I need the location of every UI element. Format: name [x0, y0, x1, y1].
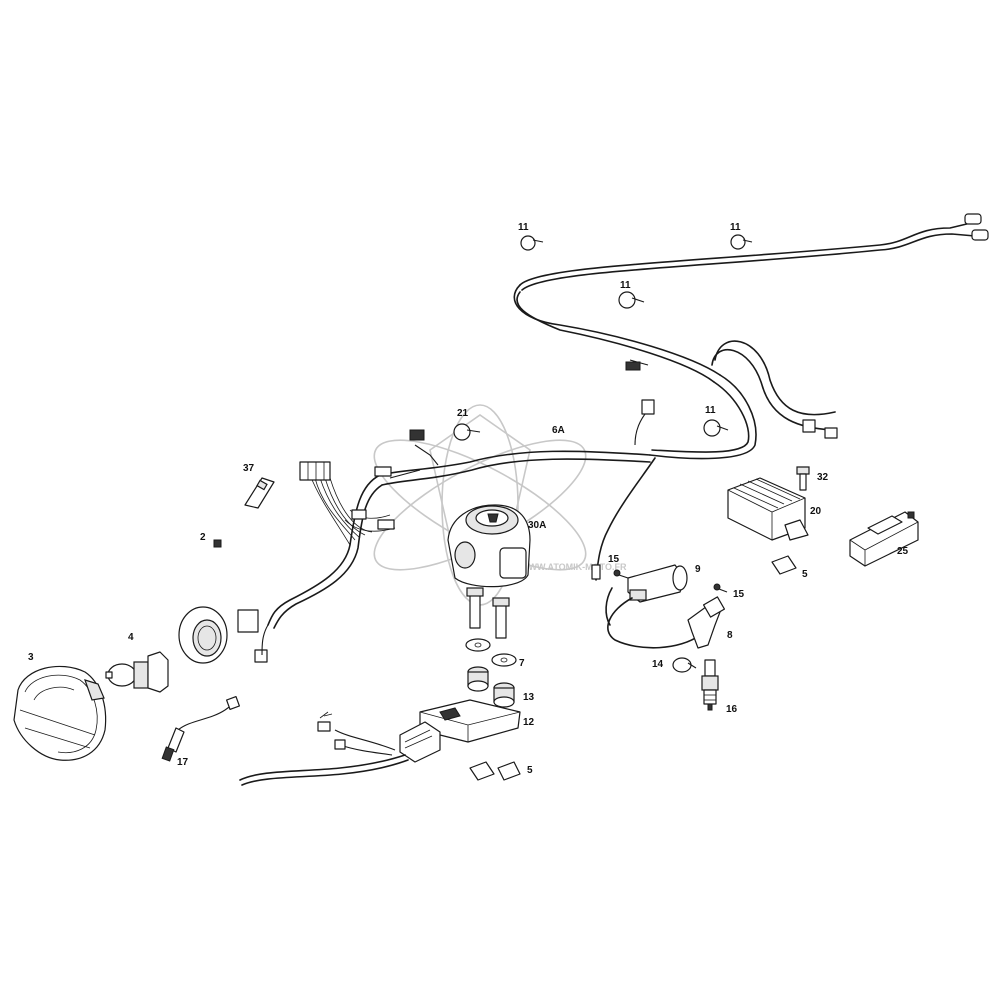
harness-wire-bundle — [309, 474, 396, 546]
cable-clamp-icon — [453, 423, 481, 441]
hose-clamp-icon — [672, 657, 697, 673]
connector-icon — [334, 739, 346, 750]
connector-icon — [964, 213, 982, 225]
headlight-icon — [13, 665, 107, 761]
washer-icon — [491, 653, 517, 667]
callout-15: 15 — [733, 589, 745, 600]
callout-3: 3 — [28, 652, 34, 663]
cable-clamps — [453, 234, 753, 441]
cable-clamp-icon — [520, 235, 544, 251]
rubber-grommet-icon — [493, 682, 515, 708]
callout-2: 2 — [200, 532, 206, 543]
cable-clamp-icon — [703, 419, 729, 437]
connector-icon — [377, 519, 395, 530]
callout-8: 8 — [727, 630, 733, 641]
rubber-grommet-icon — [467, 666, 489, 692]
connector-icon — [351, 509, 367, 520]
callout-9: 9 — [695, 564, 701, 575]
bolt-icon — [466, 587, 484, 629]
cable-clamp-icon — [730, 234, 753, 250]
multi-pin-connector-icon — [299, 461, 331, 481]
clip-icon — [469, 761, 495, 781]
ignition-coil-icon — [605, 564, 701, 649]
callout-6a: 6A — [552, 425, 565, 436]
callout-11: 11 — [730, 222, 741, 233]
connector-icon — [374, 466, 392, 477]
callout-20: 20 — [810, 506, 822, 517]
relay-box-icon — [849, 511, 919, 567]
clip-icon — [497, 761, 521, 781]
clip-icon — [771, 555, 797, 575]
bulb-icon — [105, 651, 169, 693]
screw-icon — [613, 569, 629, 579]
fuse-icon — [213, 539, 222, 548]
connector-icon — [317, 721, 331, 732]
cable-clamp-icon — [618, 291, 645, 309]
callout-25: 25 — [897, 546, 909, 557]
watermark-text: WWW.ATOMIK-MOTO.FR — [520, 562, 627, 572]
connectors — [237, 213, 989, 663]
callout-13: 13 — [523, 692, 535, 703]
callout-5: 5 — [802, 569, 808, 580]
callout-labels: 11 11 11 11 21 6A 37 32 20 30A 2 25 5 15… — [28, 222, 909, 776]
callout-11: 11 — [705, 405, 716, 416]
ignition-switch-icon — [447, 504, 531, 588]
connector-icon — [824, 427, 838, 439]
connector-icon — [237, 609, 259, 633]
connector-icon — [254, 649, 268, 663]
bolt-icon — [492, 597, 510, 639]
connector-icon — [802, 419, 816, 433]
voltage-regulator-icon — [727, 477, 809, 541]
fuse-holder-icon — [244, 477, 275, 509]
connector-icon — [625, 361, 641, 371]
callout-32: 32 — [817, 472, 829, 483]
connector-icon — [591, 564, 601, 580]
callout-12: 12 — [523, 717, 535, 728]
lower-harness — [239, 711, 409, 786]
cdi-unit-icon — [399, 699, 521, 763]
dust-cover-icon — [178, 606, 228, 664]
callout-5: 5 — [527, 765, 533, 776]
callout-11: 11 — [620, 280, 631, 291]
callout-4: 4 — [128, 632, 134, 643]
callout-17: 17 — [177, 757, 189, 768]
bolt-icon — [796, 466, 810, 491]
connector-icon — [409, 429, 425, 441]
callout-14: 14 — [652, 659, 664, 670]
washer-icon — [465, 638, 491, 652]
callout-15: 15 — [608, 554, 620, 565]
callout-11: 11 — [518, 222, 529, 233]
connector-icon — [971, 229, 989, 241]
sensor-icon — [161, 695, 241, 762]
screw-icon — [713, 583, 728, 593]
callout-37: 37 — [243, 463, 255, 474]
callout-16: 16 — [726, 704, 738, 715]
connector-icon — [641, 399, 655, 415]
spark-plug-cap-icon — [687, 596, 726, 649]
spark-plug-icon — [701, 659, 719, 711]
callout-30a: 30A — [528, 520, 546, 531]
callout-7: 7 — [519, 658, 525, 669]
callout-21: 21 — [457, 408, 469, 419]
